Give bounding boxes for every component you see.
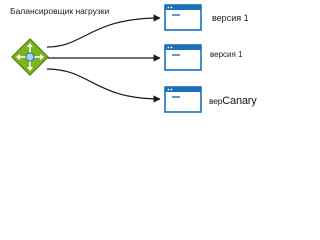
diagram-canvas — [11, 4, 202, 113]
target-label-1: версия 1 — [212, 13, 249, 23]
load-balancer-diagram: Балансировщик нагрузки версия 1 версия 1… — [0, 0, 271, 117]
load-balancer-icon — [11, 38, 49, 76]
load-balancer-label: Балансировщик нагрузки — [10, 6, 110, 16]
browser-window-icon — [164, 86, 202, 113]
browser-window-icon — [164, 44, 202, 71]
target-label-3-suffix: Canary — [222, 95, 257, 107]
browser-window-icon — [164, 4, 202, 31]
target-label-2: версия 1 — [210, 50, 243, 59]
target-label-3-prefix: вер — [209, 96, 223, 106]
connector-to-target-3 — [46, 68, 161, 103]
connector-to-target-1 — [46, 14, 161, 48]
target-label-3: верCanary — [209, 95, 257, 107]
